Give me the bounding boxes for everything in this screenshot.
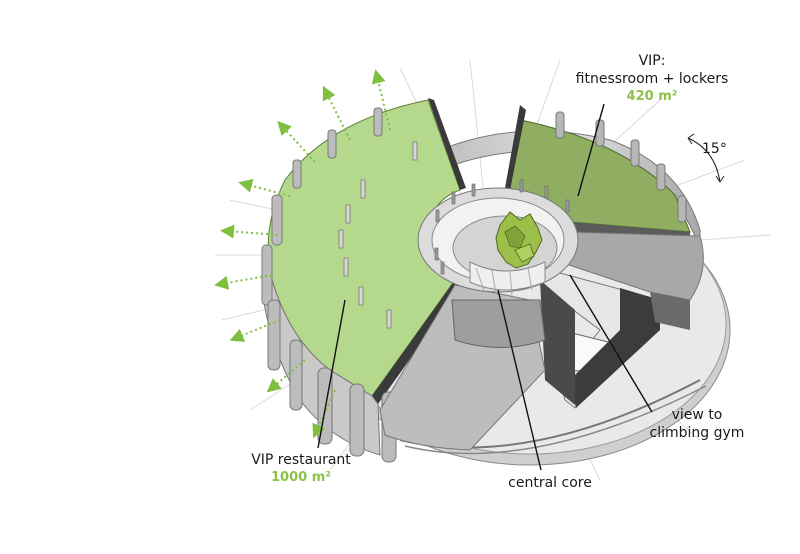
angle-label: 15° (702, 141, 727, 157)
climbing-gym-text: climbing gym (649, 425, 745, 441)
vip-fitness-desc: fitnessroom + lockers (575, 71, 729, 87)
vip-fitness-label: VIP: fitnessroom + lockers 420 m² (572, 52, 732, 106)
climbing-gym-label: view to climbing gym (642, 406, 752, 442)
core-rail-posts (434, 179, 570, 275)
right-wedge (559, 231, 704, 330)
angle-indicator (687, 133, 725, 183)
vip-fitness-area: 420 m² (626, 89, 678, 104)
front-wedges (379, 284, 546, 451)
view-to-text: view to (671, 407, 723, 423)
vip-restaurant-label: VIP restaurant 1000 m² (236, 451, 366, 487)
vip-restaurant-area: 1000 m² (271, 470, 331, 485)
vip-fitness-title: VIP: (638, 53, 666, 69)
vip-restaurant-title: VIP restaurant (251, 452, 351, 468)
leader-lines (317, 103, 653, 471)
core-plant (495, 211, 543, 269)
view-arrows (214, 69, 391, 439)
climbing-gym-view-wall (529, 264, 661, 409)
central-core-label: central core (508, 475, 592, 491)
restaurant-columns (338, 141, 418, 329)
